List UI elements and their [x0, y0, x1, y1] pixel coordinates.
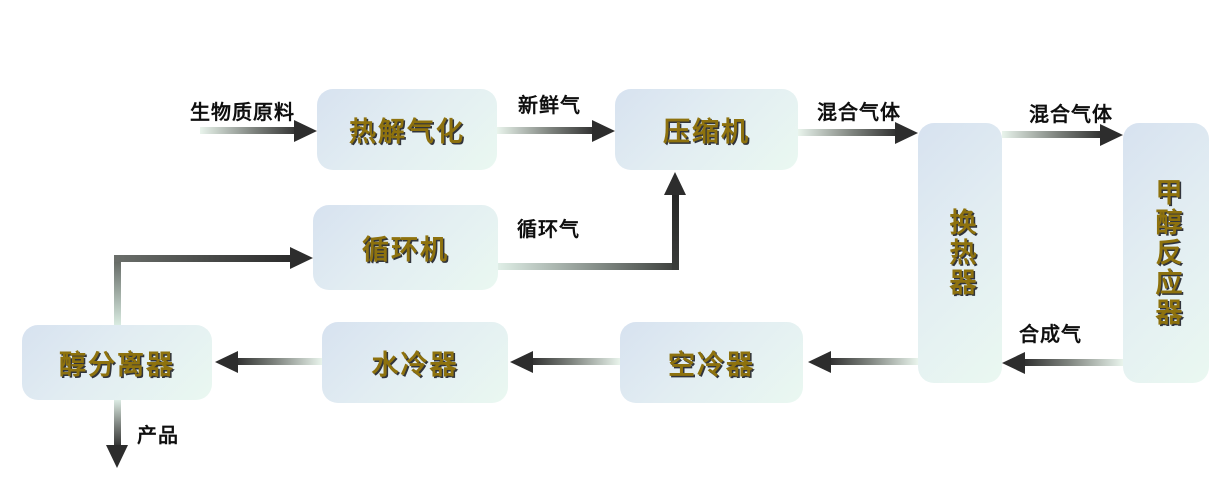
arrowhead-right-icon: [294, 120, 317, 142]
node-compressor: 压缩机: [615, 89, 798, 170]
arrow-recycler-to-compressor-vertical-line: [672, 192, 679, 270]
arrowhead-left-icon: [510, 351, 533, 373]
node-compressor-label: 压缩机: [663, 117, 750, 147]
label-product: 产品: [137, 425, 179, 447]
arrow-separator-to-recycler-vertical-line: [114, 255, 121, 325]
node-water-cooler-label: 水冷器: [371, 350, 459, 380]
node-methanol-separator: 醇分离器: [22, 325, 212, 400]
arrowhead-right-icon: [895, 122, 918, 144]
arrowhead-left-icon: [1002, 352, 1025, 374]
arrow-recycler-to-compressor-horizontal-line: [498, 263, 679, 270]
node-pyrolysis-gasifier: 热解气化: [317, 89, 497, 170]
arrowhead-up-icon: [664, 172, 686, 195]
arrow-feed-to-pyrolysis-line: [200, 127, 300, 134]
arrow-air-cooler-to-water-cooler-line: [530, 358, 620, 365]
arrowhead-right-icon: [1100, 124, 1123, 146]
label-fresh-gas: 新鲜气: [518, 95, 581, 117]
arrowhead-left-icon: [808, 351, 831, 373]
label-recycle-gas: 循环气: [517, 219, 580, 241]
node-recycle-compressor: 循环机: [313, 205, 498, 290]
arrow-reactor-to-heat-exchanger-line: [1022, 359, 1123, 366]
label-mixed-gas-1: 混合气体: [817, 102, 901, 124]
arrowhead-right-icon: [290, 247, 313, 269]
node-pyrolysis-gasifier-label: 热解气化: [349, 117, 465, 147]
arrow-heat-exchanger-to-air-cooler-line: [828, 358, 918, 365]
arrow-water-cooler-to-separator-line: [235, 358, 322, 365]
arrow-heat-exchanger-to-reactor-line: [1002, 131, 1104, 138]
node-recycle-compressor-label: 循环机: [362, 235, 449, 265]
arrow-pyrolysis-to-compressor-line: [497, 127, 596, 134]
arrow-separator-to-product-line: [114, 400, 121, 448]
node-methanol-separator-label: 醇分离器: [59, 350, 175, 380]
node-heat-exchanger: 换热器: [918, 123, 1002, 383]
arrow-separator-to-recycler-horizontal-line: [114, 255, 292, 262]
label-syngas: 合成气: [1019, 324, 1082, 346]
node-air-cooler: 空冷器: [620, 322, 803, 403]
node-heat-exchanger-label: 换热器: [945, 208, 976, 298]
node-methanol-reactor: 甲醇反应器: [1123, 123, 1209, 383]
arrowhead-right-icon: [592, 120, 615, 142]
node-air-cooler-label: 空冷器: [668, 350, 755, 380]
node-water-cooler: 水冷器: [322, 322, 508, 403]
label-mixed-gas-2: 混合气体: [1029, 104, 1113, 126]
arrowhead-left-icon: [215, 351, 238, 373]
label-biomass-feed: 生物质原料: [190, 102, 295, 124]
node-methanol-reactor-label: 甲醇反应器: [1151, 178, 1182, 328]
arrowhead-down-icon: [106, 445, 128, 468]
arrow-compressor-to-heat-exchanger-line: [798, 129, 899, 136]
